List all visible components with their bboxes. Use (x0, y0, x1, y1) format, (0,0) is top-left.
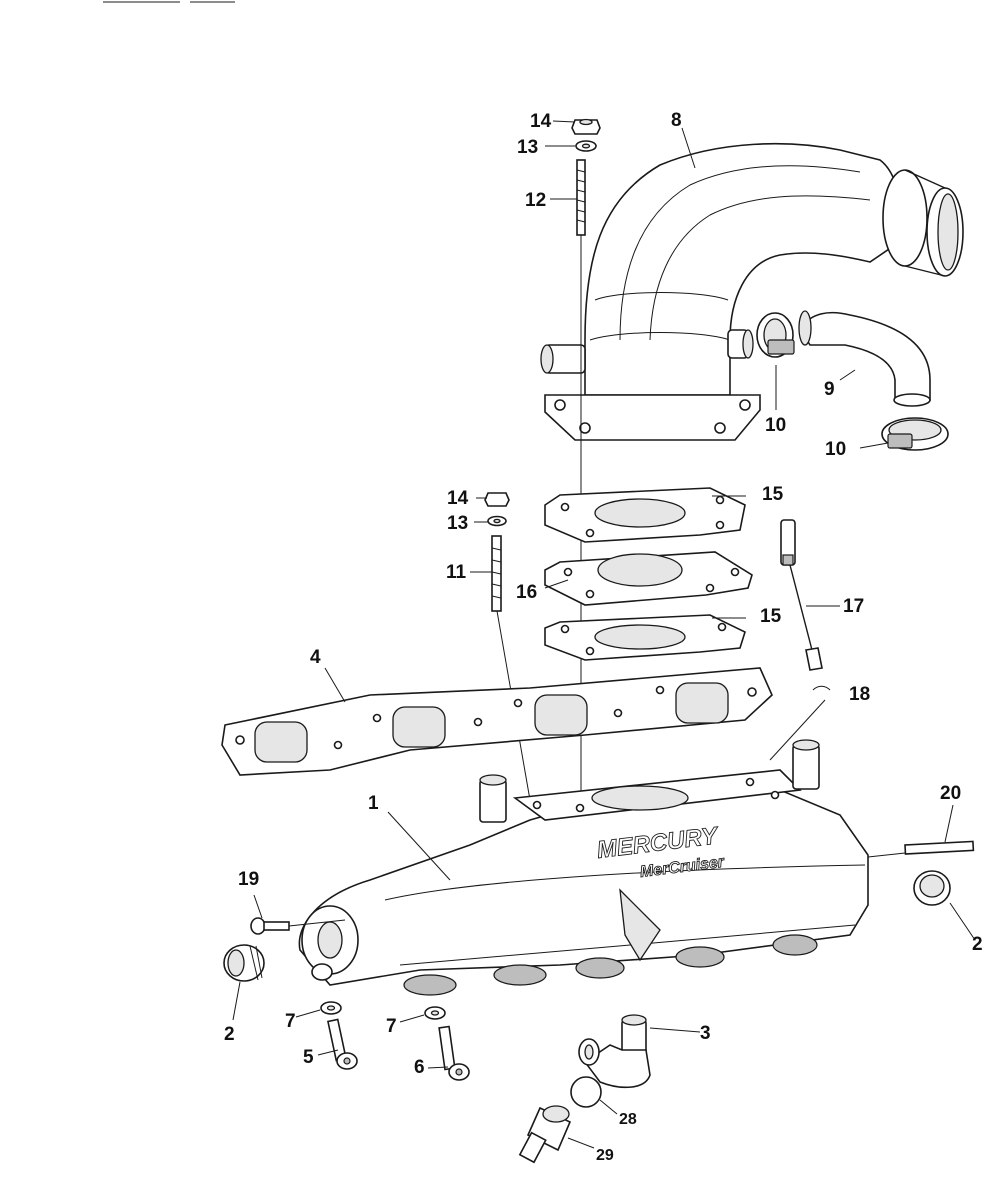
exhaust-elbow (540, 142, 964, 441)
screw-5 (327, 1018, 358, 1070)
callout-16: 16 (516, 582, 537, 603)
callout-18: 18 (849, 684, 870, 705)
manifold-gasket (221, 667, 773, 776)
stud-long (867, 840, 975, 858)
hose-clamp-upper (756, 312, 795, 358)
stud-lower (491, 535, 531, 801)
callout-7-right: 7 (386, 1016, 397, 1037)
callout-10-upper: 10 (765, 415, 786, 436)
nut-upper (571, 118, 601, 135)
bolt-small (250, 917, 346, 935)
callout-9: 9 (824, 379, 835, 400)
callout-11: 11 (446, 562, 467, 583)
hose-clamp-lower (881, 417, 949, 451)
callout-15-upper: 15 (762, 484, 784, 505)
callout-13-upper: 13 (517, 137, 538, 158)
callout-20: 20 (940, 783, 961, 804)
callout-19: 19 (238, 869, 259, 890)
spacer-plate (544, 551, 753, 606)
callout-6: 6 (414, 1057, 425, 1078)
callout-29: 29 (596, 1147, 614, 1164)
callout-14-lower: 14 (447, 488, 469, 509)
washer-lower (487, 515, 507, 527)
pipe-plug-left (223, 944, 265, 982)
callout-3: 3 (700, 1023, 711, 1044)
leader-lines (232, 120, 976, 1149)
callout-labels: 14 13 12 8 9 10 10 14 13 11 15 16 15 17 … (224, 110, 983, 1164)
callout-7-left: 7 (285, 1011, 296, 1032)
callout-15-lower: 15 (760, 606, 782, 627)
temperature-sender (769, 519, 831, 761)
washer-upper (575, 140, 597, 152)
hose-fitting (518, 1105, 572, 1164)
gasket-lower (544, 614, 746, 661)
callout-28: 28 (619, 1111, 637, 1128)
callout-12: 12 (525, 190, 546, 211)
callout-2-left: 2 (224, 1024, 235, 1045)
stud-upper (576, 159, 586, 236)
callout-1: 1 (368, 793, 379, 814)
elbow-fitting (578, 1014, 651, 1089)
callout-17: 17 (843, 596, 864, 617)
exhaust-manifold: MERCURY MerCruiser (298, 739, 869, 996)
callout-8: 8 (671, 110, 682, 131)
callout-14-upper: 14 (530, 111, 552, 132)
washer-7-left (320, 1001, 342, 1015)
hose (798, 310, 931, 407)
screw-6 (438, 1025, 470, 1081)
pipe-plug-right (913, 870, 951, 906)
callout-10-lower: 10 (825, 439, 846, 460)
callout-13-lower: 13 (447, 513, 468, 534)
washer-7-right (424, 1006, 446, 1020)
check-ball (570, 1076, 602, 1108)
nut-lower (484, 492, 510, 507)
callout-5: 5 (303, 1047, 314, 1068)
gasket-upper (544, 487, 746, 543)
callout-4: 4 (310, 647, 321, 668)
callout-2-right: 2 (972, 934, 983, 955)
